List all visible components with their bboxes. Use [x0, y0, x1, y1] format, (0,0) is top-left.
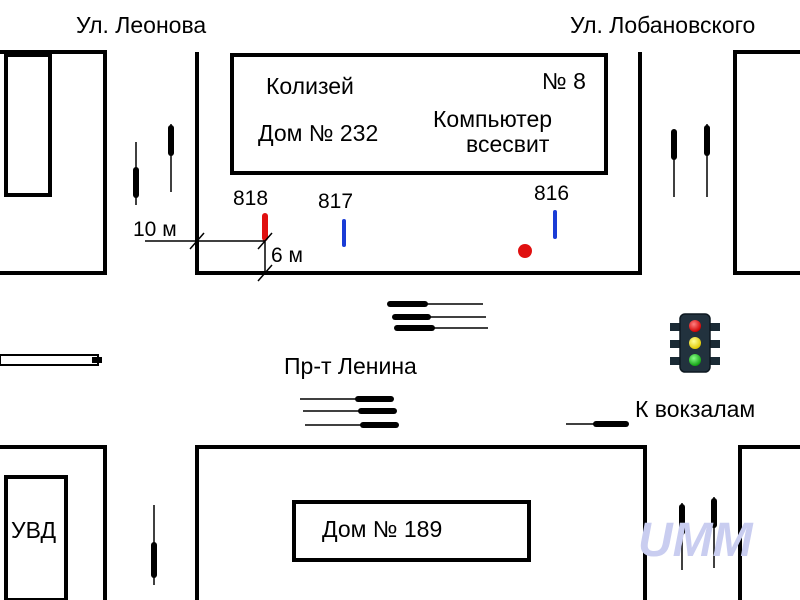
block-top-middle [195, 52, 642, 275]
distance-6m-label: 6 м [271, 244, 303, 267]
marker-818-label: 818 [233, 187, 268, 210]
computer-store-label-line2: всесвит [466, 131, 550, 157]
building-uvd [4, 475, 68, 600]
street-leonova-label: Ул. Леонова [76, 12, 206, 38]
block-top-left [0, 50, 107, 275]
traffic-flow-lower [300, 396, 399, 428]
block-top-right [733, 50, 800, 275]
street-lobanovskogo-label: Ул. Лобановского [570, 12, 755, 38]
building-house-189 [292, 500, 531, 562]
block-bottom-middle [195, 445, 647, 600]
red-dot-icon [518, 244, 532, 258]
avenue-lenina-label: Пр-т Ленина [284, 353, 417, 379]
traffic-light-icon [670, 313, 720, 373]
uvd-label: УВД [11, 517, 56, 543]
distance-annotation [145, 232, 273, 282]
building-house-232 [230, 53, 608, 175]
building-top-left [4, 53, 52, 197]
traffic-flow-upper [387, 301, 488, 331]
marker-817-label: 817 [318, 190, 353, 213]
block-bottom-right [738, 445, 800, 600]
number-8-label: № 8 [542, 68, 586, 94]
block-bottom-left [0, 445, 107, 600]
watermark-logo: UMM [638, 514, 754, 567]
car-left-entrance [0, 354, 102, 366]
distance-10m-label: 10 м [133, 218, 177, 241]
house-232-label: Дом № 232 [258, 120, 378, 146]
to-station-label: К вокзалам [635, 396, 755, 422]
computer-store-label-line1: Компьютер [433, 106, 552, 132]
marker-816-label: 816 [534, 182, 569, 205]
coliseum-label: Колизей [266, 73, 354, 99]
house-189-label: Дом № 189 [322, 516, 442, 542]
